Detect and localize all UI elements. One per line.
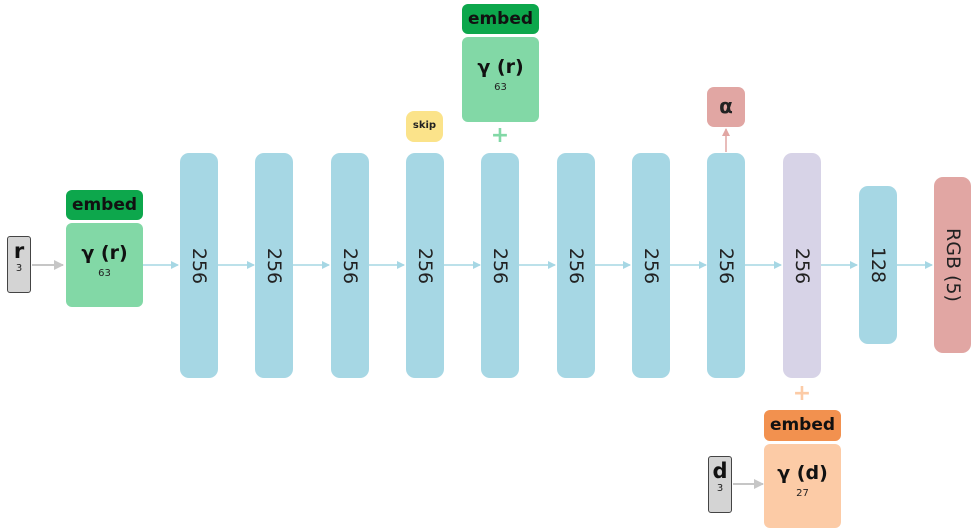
embed-r-skip-dim: 63: [494, 82, 507, 93]
layer-5-width: 256: [489, 247, 511, 284]
layer-1-width: 256: [188, 247, 210, 284]
embed-r-skip-tag: embed: [462, 4, 539, 34]
layer-9-width: 256: [791, 247, 813, 284]
embed-d-tag: embed: [764, 410, 841, 441]
layer-8: 256: [707, 153, 745, 378]
embed-r-main-fn: γ (r): [81, 242, 128, 264]
input-d-box: d 3: [708, 456, 732, 513]
layer-10: 128: [859, 186, 897, 344]
layer-4-width: 256: [414, 247, 436, 284]
skip-label: skip: [406, 111, 443, 142]
input-r-box: r 3: [7, 236, 31, 293]
embed-r-main-encoding: γ (r) 63: [66, 223, 143, 307]
input-d-dim: 3: [716, 483, 724, 494]
skip-plus-icon: +: [490, 123, 510, 148]
input-d-symbol: d: [712, 459, 728, 483]
layer-3: 256: [331, 153, 369, 378]
embed-d-fn: γ (d): [777, 462, 828, 484]
layer-3-width: 256: [339, 247, 361, 284]
embed-d-dim: 27: [796, 488, 809, 499]
embed-r-skip-fn: γ (r): [477, 56, 524, 78]
rgb-output-label: RGB (5): [941, 228, 964, 302]
input-r-symbol: r: [13, 239, 25, 263]
layer-5: 256: [481, 153, 519, 378]
layer-6: 256: [557, 153, 595, 378]
rgb-output: RGB (5): [934, 177, 971, 353]
layer-10-width: 128: [867, 246, 889, 284]
embed-r-main-tag: embed: [66, 190, 143, 220]
layer-9: 256: [783, 153, 821, 378]
layer-6-width: 256: [565, 247, 587, 284]
embed-r-main-dim: 63: [98, 268, 111, 279]
layer-7: 256: [632, 153, 670, 378]
input-r-dim: 3: [15, 263, 23, 274]
layer-2: 256: [255, 153, 293, 378]
layer-7-width: 256: [640, 247, 662, 284]
direction-plus-icon: +: [792, 381, 812, 406]
embed-d-encoding: γ (d) 27: [764, 444, 841, 528]
embed-r-skip-encoding: γ (r) 63: [462, 37, 539, 122]
layer-4: 256: [406, 153, 444, 378]
alpha-output: α: [707, 87, 745, 127]
layer-8-width: 256: [715, 247, 737, 284]
layer-1: 256: [180, 153, 218, 378]
layer-2-width: 256: [263, 247, 285, 284]
